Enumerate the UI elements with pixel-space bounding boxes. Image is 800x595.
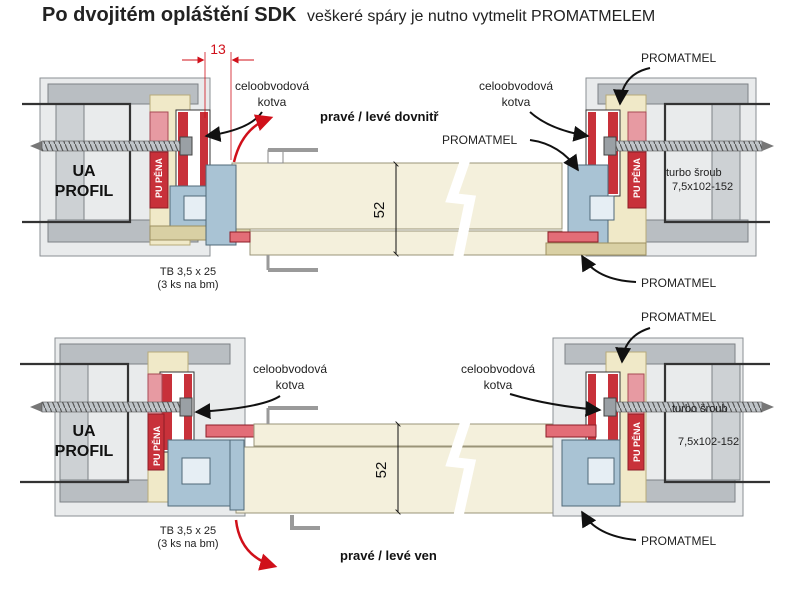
bottom-right-screw — [603, 397, 774, 417]
bottom-ua-profil-line2: PROFIL — [55, 443, 114, 460]
top-left-wall — [22, 77, 251, 257]
pu-foam-top-left — [149, 151, 169, 209]
bottom-tb-line2: (3 ks na bm) — [157, 538, 218, 550]
bottom-left-screw — [30, 397, 193, 417]
top-left-screw — [30, 136, 193, 156]
top-swing-direction-arrow — [232, 114, 274, 163]
bottom-kotva-left-arrow — [194, 395, 281, 420]
diagram-title: Po dvojitém opláštění SDK veškeré spáry … — [42, 4, 655, 27]
title-subtitle: veškeré spáry je nutno vytmelit PROMATME… — [306, 8, 656, 25]
bottom-dim-52-label: 52 — [373, 462, 390, 479]
top-ua-profil-line2: PROFIL — [55, 183, 114, 200]
bottom-kotva-right-line2: kotva — [484, 378, 513, 392]
top-kotva-left-arrow — [204, 111, 263, 142]
top-tb-line1: TB 3,5 x 25 — [160, 266, 216, 278]
dim-13-label: 13 — [210, 41, 226, 57]
pu-foam-bottom-right — [627, 413, 645, 471]
top-dim-52-label: 52 — [371, 202, 388, 219]
bottom-ua-profil-line1: UA — [72, 423, 96, 440]
bottom-section: UA PROFIL PU PĚNA 52 — [20, 310, 774, 571]
bottom-screw-line1: turbo šroub — [672, 403, 728, 415]
top-promatmel-top: PROMATMEL — [641, 51, 716, 65]
bottom-kotva-right-arrow — [509, 393, 602, 417]
top-promatmel-mid-arrow — [529, 139, 579, 172]
top-promatmel-top-arrow — [612, 67, 651, 106]
bottom-kotva-left-line1: celoobvodová — [253, 362, 327, 376]
bottom-left-wall — [20, 337, 255, 517]
bottom-promatmel-bottom-arrow — [581, 510, 637, 541]
bottom-right-wall — [545, 337, 770, 517]
bottom-door-leaf — [235, 406, 563, 530]
top-section: UA PROFIL PU PĚNA 13 52 — [22, 41, 774, 291]
bottom-promatmel-top-arrow — [615, 327, 651, 364]
top-promatmel-bottom-arrow — [581, 254, 637, 283]
top-kotva-right-arrow — [529, 111, 590, 142]
top-right-wall — [545, 77, 770, 257]
bottom-swing-direction-arrow — [234, 519, 278, 571]
top-pu-pena-left: PU PĚNA — [153, 157, 164, 198]
top-right-screw — [603, 136, 774, 156]
bottom-promatmel-top: PROMATMEL — [641, 310, 716, 324]
top-tb-line2: (3 ks na bm) — [157, 279, 218, 291]
top-screw-line2: 7,5x102-152 — [672, 181, 733, 193]
bottom-direction-label: pravé / levé ven — [340, 548, 437, 563]
bottom-pu-pena-right: PU PĚNA — [631, 421, 642, 462]
top-door-leaf — [231, 148, 563, 272]
title-main: Po dvojitém opláštění SDK — [42, 4, 297, 26]
bottom-left-frame-profile — [229, 439, 245, 511]
top-pu-pena-right: PU PĚNA — [631, 157, 642, 198]
top-kotva-right-line1: celoobvodová — [479, 79, 553, 93]
pu-foam-top-right — [627, 151, 647, 209]
bottom-tb-line1: TB 3,5 x 25 — [160, 525, 216, 537]
top-ua-profil-line1: UA — [72, 163, 96, 180]
bottom-promatmel-bottom: PROMATMEL — [641, 534, 716, 548]
bottom-kotva-right-line1: celoobvodová — [461, 362, 535, 376]
top-kotva-left-line1: celoobvodová — [235, 79, 309, 93]
bottom-pu-pena-left: PU PĚNA — [151, 425, 162, 466]
top-kotva-left-line2: kotva — [258, 95, 287, 109]
pu-foam-bottom-left — [147, 413, 165, 471]
top-screw-line1: turbo šroub — [666, 167, 722, 179]
bottom-screw-line2: 7,5x102-152 — [678, 436, 739, 448]
top-promatmel-bottom: PROMATMEL — [641, 276, 716, 290]
top-promatmel-mid: PROMATMEL — [442, 133, 517, 147]
bottom-kotva-left-line2: kotva — [276, 378, 305, 392]
top-kotva-right-line2: kotva — [502, 95, 531, 109]
top-direction-label: pravé / levé dovnitř — [320, 109, 439, 124]
